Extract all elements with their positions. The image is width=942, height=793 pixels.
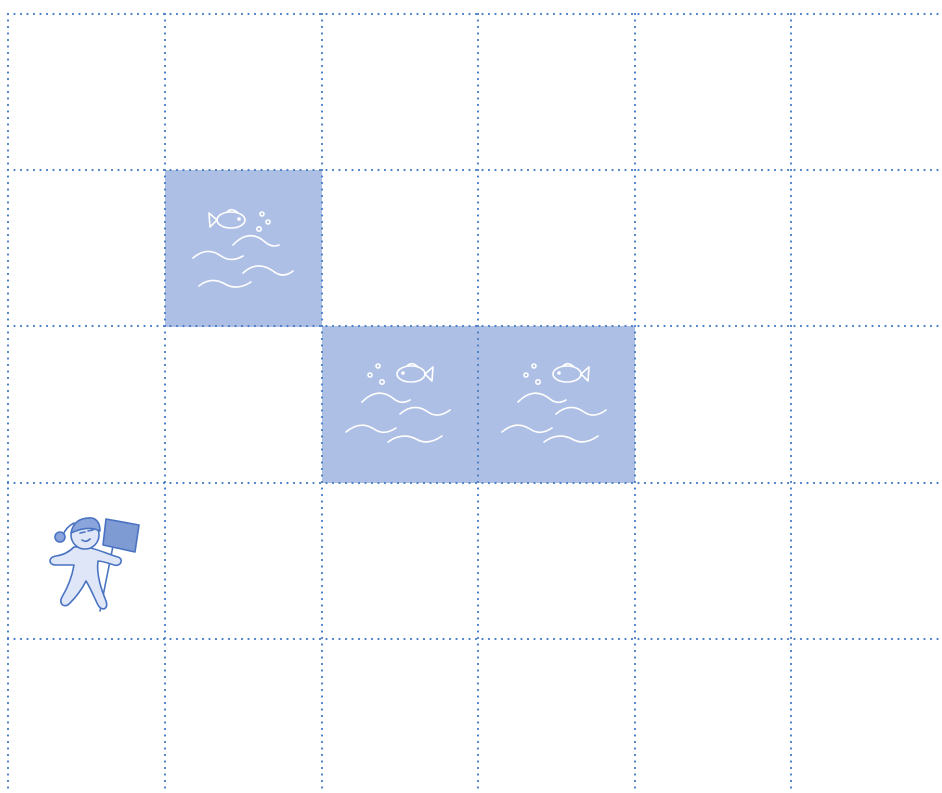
fish-waves-icon: [165, 170, 322, 327]
player-character[interactable]: [8, 483, 165, 640]
water-tile[interactable]: [322, 326, 479, 483]
gingerbread-character-with-flag-icon: [8, 483, 165, 640]
fish-waves-icon: [322, 326, 479, 483]
fish-waves-icon: [478, 326, 635, 483]
water-tile[interactable]: [165, 170, 322, 327]
water-tile[interactable]: [478, 326, 635, 483]
